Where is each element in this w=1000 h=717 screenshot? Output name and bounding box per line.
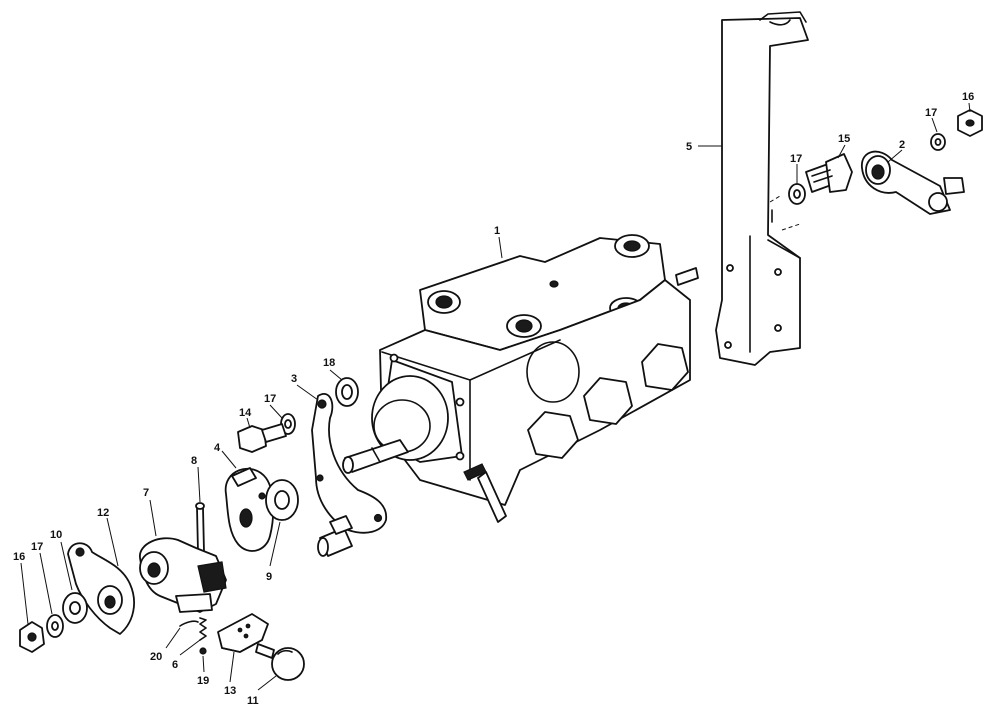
washer-9 — [265, 479, 299, 521]
long-pin — [195, 502, 205, 553]
callout-15: 15 — [838, 133, 850, 145]
nut-left — [19, 621, 45, 653]
callout-7: 7 — [143, 487, 149, 499]
knob — [271, 647, 305, 681]
lock-washer-left — [46, 614, 64, 638]
callout-4: 4 — [214, 442, 221, 454]
leader-lines — [20, 102, 971, 691]
bolt-upper — [805, 153, 853, 193]
callout-16-right: 16 — [962, 91, 974, 103]
callout-17-mid: 17 — [264, 393, 276, 405]
lock-washer-upper — [788, 133, 946, 205]
valve-body — [342, 234, 699, 523]
bolt-mid — [237, 423, 287, 453]
detent-ball — [199, 647, 207, 655]
direction-marker — [769, 195, 801, 231]
callout-16-left: 16 — [13, 551, 25, 563]
callout-1: 1 — [494, 225, 500, 237]
swivel-link — [861, 150, 965, 215]
nut-upper — [957, 109, 983, 137]
callout-17-upper: 17 — [790, 153, 802, 165]
pivot-pin — [317, 515, 353, 557]
callout-10: 10 — [50, 529, 62, 541]
callout-18: 18 — [323, 357, 335, 369]
callout-5: 5 — [686, 141, 692, 153]
callout-17-left: 17 — [31, 541, 43, 553]
callout-8: 8 — [191, 455, 197, 467]
mounting-bracket — [715, 11, 809, 366]
handle-block — [217, 613, 275, 659]
callout-20: 20 — [150, 651, 162, 663]
cotter-pin — [179, 620, 199, 627]
cam-plate — [67, 542, 135, 635]
callout-13: 13 — [224, 685, 236, 697]
callout-9: 9 — [266, 571, 272, 583]
cam-lever — [224, 467, 275, 552]
callout-3: 3 — [291, 373, 297, 385]
bracket-plate — [311, 393, 387, 534]
callout-14: 14 — [239, 407, 252, 419]
callout-2: 2 — [899, 139, 905, 151]
callout-labels: 1 2 3 4 5 6 7 8 9 10 11 12 13 14 15 16 1… — [13, 91, 974, 707]
callout-11: 11 — [247, 695, 259, 707]
callout-17-right: 17 — [925, 107, 937, 119]
detent-spring — [199, 617, 207, 641]
callout-6: 6 — [172, 659, 178, 671]
callout-12: 12 — [97, 507, 109, 519]
clevis-block — [139, 537, 227, 613]
callout-19: 19 — [197, 675, 209, 687]
washer-10 — [62, 592, 88, 624]
washer-18 — [335, 377, 359, 407]
